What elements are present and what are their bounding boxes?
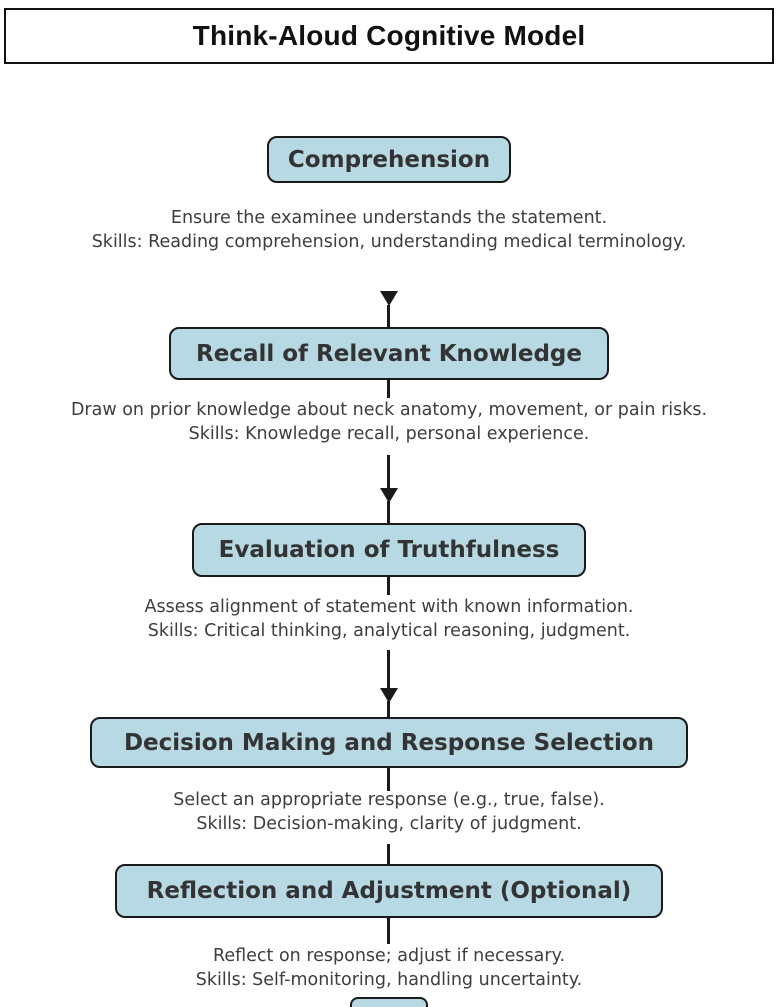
arrow-line (387, 701, 390, 719)
node-label: Comprehension (287, 146, 491, 173)
stage-description: Reflect on response; adjust if necessary… (0, 944, 778, 992)
node-label: Evaluation of Truthfulness (218, 537, 560, 563)
diagram-title: Think-Aloud Cognitive Model (192, 20, 586, 51)
description-line: Reflect on response; adjust if necessary… (212, 946, 566, 966)
arrowhead-icon (380, 488, 398, 503)
diagram-title-box: Think-Aloud Cognitive Model (4, 8, 774, 64)
description-line: Assess alignment of statement with known… (144, 597, 634, 617)
flow-node-reflection: Reflection and Adjustment (Optional) (115, 864, 663, 918)
flow-node-comprehension: Comprehension (267, 136, 511, 183)
arrowhead-icon (380, 291, 398, 306)
description-line: Draw on prior knowledge about neck anato… (70, 400, 708, 420)
stage-description: Select an appropriate response (e.g., tr… (0, 788, 778, 836)
flow-node-partial (350, 997, 428, 1007)
description-line: Skills: Decision-making, clarity of judg… (196, 814, 582, 834)
arrow-line (387, 916, 390, 944)
flow-node-recall: Recall of Relevant Knowledge (169, 327, 609, 380)
arrow-line (387, 844, 390, 866)
arrow-line (387, 378, 390, 398)
node-label: Decision Making and Response Selection (123, 729, 655, 756)
stage-description: Assess alignment of statement with known… (0, 595, 778, 643)
arrowhead-icon (380, 688, 398, 703)
node-label: Reflection and Adjustment (Optional) (146, 878, 632, 904)
description-line: Skills: Self-monitoring, handling uncert… (195, 970, 583, 990)
node-label: Recall of Relevant Knowledge (196, 340, 582, 367)
flow-node-evaluation: Evaluation of Truthfulness (192, 523, 586, 577)
arrow-line (387, 501, 390, 525)
arrow-line (387, 650, 390, 689)
flow-node-decision: Decision Making and Response Selection (90, 717, 688, 768)
stage-description: Ensure the examinee understands the stat… (0, 206, 778, 254)
description-line: Skills: Critical thinking, analytical re… (147, 621, 631, 641)
stage-description: Draw on prior knowledge about neck anato… (0, 398, 778, 446)
arrow-line (387, 575, 390, 595)
arrow-line (387, 766, 390, 791)
description-line: Select an appropriate response (e.g., tr… (173, 790, 605, 810)
description-line: Skills: Reading comprehension, understan… (91, 232, 687, 252)
arrow-line (387, 305, 390, 329)
description-line: Skills: Knowledge recall, personal exper… (188, 424, 590, 444)
arrow-line (387, 455, 390, 489)
description-line: Ensure the examinee understands the stat… (170, 208, 608, 228)
